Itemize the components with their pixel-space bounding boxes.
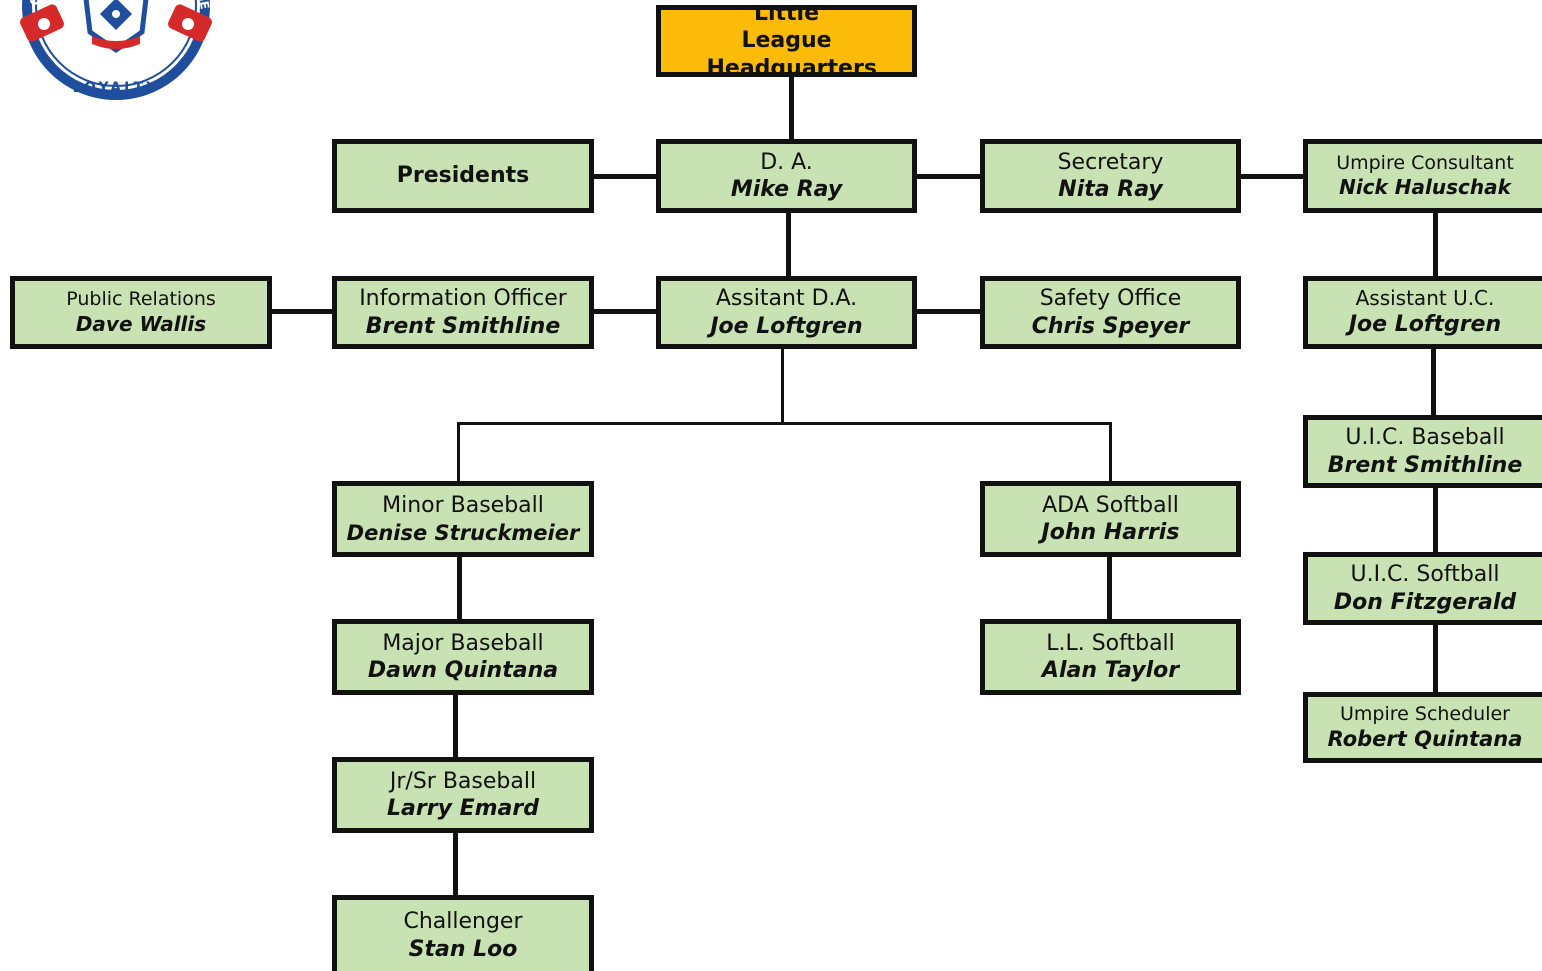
node-title: Jr/Sr Baseball: [389, 768, 537, 794]
node-assistant-uc: Assistant U.C. Joe Loftgren: [1303, 276, 1542, 349]
node-title: Major Baseball: [382, 630, 544, 656]
connector-major-jrsr: [453, 692, 458, 760]
node-uic-softball: U.I.C. Softball Don Fitzgerald: [1303, 552, 1542, 625]
node-name: Dave Wallis: [75, 311, 207, 336]
connector-branch-horizontal: [457, 422, 1112, 425]
node-name: Don Fitzgerald: [1333, 589, 1517, 615]
node-title: Umpire Consultant: [1336, 151, 1514, 174]
node-name: Nick Haluschak: [1339, 175, 1511, 200]
connector-information-officer-assistant-da: [590, 309, 658, 314]
connector-da-assistant-da: [786, 210, 791, 278]
node-name: Dawn Quintana: [367, 658, 559, 683]
little-league-logo: CH GE LOYALTY: [18, 0, 214, 102]
logo-motto: LOYALTY: [73, 80, 160, 96]
node-safety-office: Safety Office Chris Speyer: [980, 276, 1241, 349]
connector-minor-major: [457, 554, 462, 622]
node-name: Larry Emard: [387, 796, 539, 821]
node-name: Brent Smithline: [365, 313, 561, 339]
node-challenger: Challenger Stan Loo: [332, 895, 594, 971]
node-title: ADA Softball: [1042, 492, 1179, 518]
connector-da-secretary: [915, 174, 983, 179]
node-major-baseball: Major Baseball Dawn Quintana: [332, 619, 594, 695]
node-minor-baseball: Minor Baseball Denise Struckmeier: [332, 481, 594, 557]
node-headquarters: Little League Headquarters: [656, 5, 917, 77]
node-uic-baseball: U.I.C. Baseball Brent Smithline: [1303, 415, 1542, 488]
node-name: Joe Loftgren: [1348, 312, 1502, 338]
node-umpire-consultant: Umpire Consultant Nick Haluschak: [1303, 139, 1542, 213]
node-da: D. A. Mike Ray: [656, 139, 917, 213]
node-name: Stan Loo: [408, 936, 518, 962]
node-title: Challenger: [403, 909, 523, 934]
connector-hq-da: [789, 75, 794, 141]
logo-text-left: CH: [27, 0, 44, 7]
connector-presidents-da: [590, 174, 658, 179]
node-title: Secretary: [1057, 149, 1164, 175]
connector-assistant-uc-uic-baseball: [1431, 346, 1436, 418]
node-title: U.I.C. Baseball: [1345, 425, 1505, 450]
connector-jrsr-challenger: [453, 830, 458, 898]
node-title: Assistant U.C.: [1355, 286, 1495, 311]
node-umpire-scheduler: Umpire Scheduler Robert Quintana: [1303, 692, 1542, 763]
node-name: John Harris: [1041, 520, 1180, 545]
node-title: Assitant D.A.: [715, 286, 858, 311]
node-title: Presidents: [396, 163, 530, 189]
connector-uic-baseball-uic-softball: [1433, 485, 1438, 555]
logo-text-right: GE: [195, 0, 212, 10]
connector-ada-ll-softball: [1107, 554, 1112, 622]
node-title: U.I.C. Softball: [1350, 562, 1500, 587]
node-title: Information Officer: [359, 286, 567, 311]
node-name: Mike Ray: [730, 177, 843, 202]
node-title: Minor Baseball: [382, 493, 544, 519]
connector-public-relations-information-officer: [268, 309, 334, 314]
connector-assistant-da-safety-office: [915, 309, 983, 314]
node-ada-softball: ADA Softball John Harris: [980, 481, 1241, 557]
node-name: Joe Loftgren: [710, 313, 863, 339]
connector-branch-minor-baseball: [457, 422, 460, 484]
node-title: L.L. Softball: [1046, 630, 1175, 656]
node-information-officer: Information Officer Brent Smithline: [332, 276, 594, 349]
connector-branch-ada-softball: [1109, 422, 1112, 484]
node-name: Alan Taylor: [1041, 658, 1180, 683]
node-name: Denise Struckmeier: [346, 520, 580, 545]
node-title: D. A.: [760, 149, 813, 175]
connector-umpire-consultant-assistant-uc: [1433, 210, 1438, 278]
node-secretary: Secretary Nita Ray: [980, 139, 1241, 213]
connector-uic-softball-umpire-scheduler: [1433, 622, 1438, 694]
connector-assistant-da-branch: [781, 346, 784, 424]
node-title: Umpire Scheduler: [1340, 702, 1510, 725]
node-ll-softball: L.L. Softball Alan Taylor: [980, 619, 1241, 695]
node-name: Nita Ray: [1058, 177, 1163, 202]
node-title: Safety Office: [1039, 286, 1182, 311]
node-name: Chris Speyer: [1031, 313, 1190, 339]
node-jrsr-baseball: Jr/Sr Baseball Larry Emard: [332, 757, 594, 833]
node-assistant-da: Assitant D.A. Joe Loftgren: [656, 276, 917, 349]
node-name: Robert Quintana: [1327, 727, 1523, 752]
node-title: Public Relations: [66, 288, 216, 311]
node-title: Little League Headquarters: [706, 5, 877, 77]
node-public-relations: Public Relations Dave Wallis: [10, 276, 272, 349]
node-name: Brent Smithline: [1327, 452, 1523, 478]
connector-secretary-umpire-consultant: [1238, 174, 1306, 179]
node-presidents: Presidents: [332, 139, 594, 213]
